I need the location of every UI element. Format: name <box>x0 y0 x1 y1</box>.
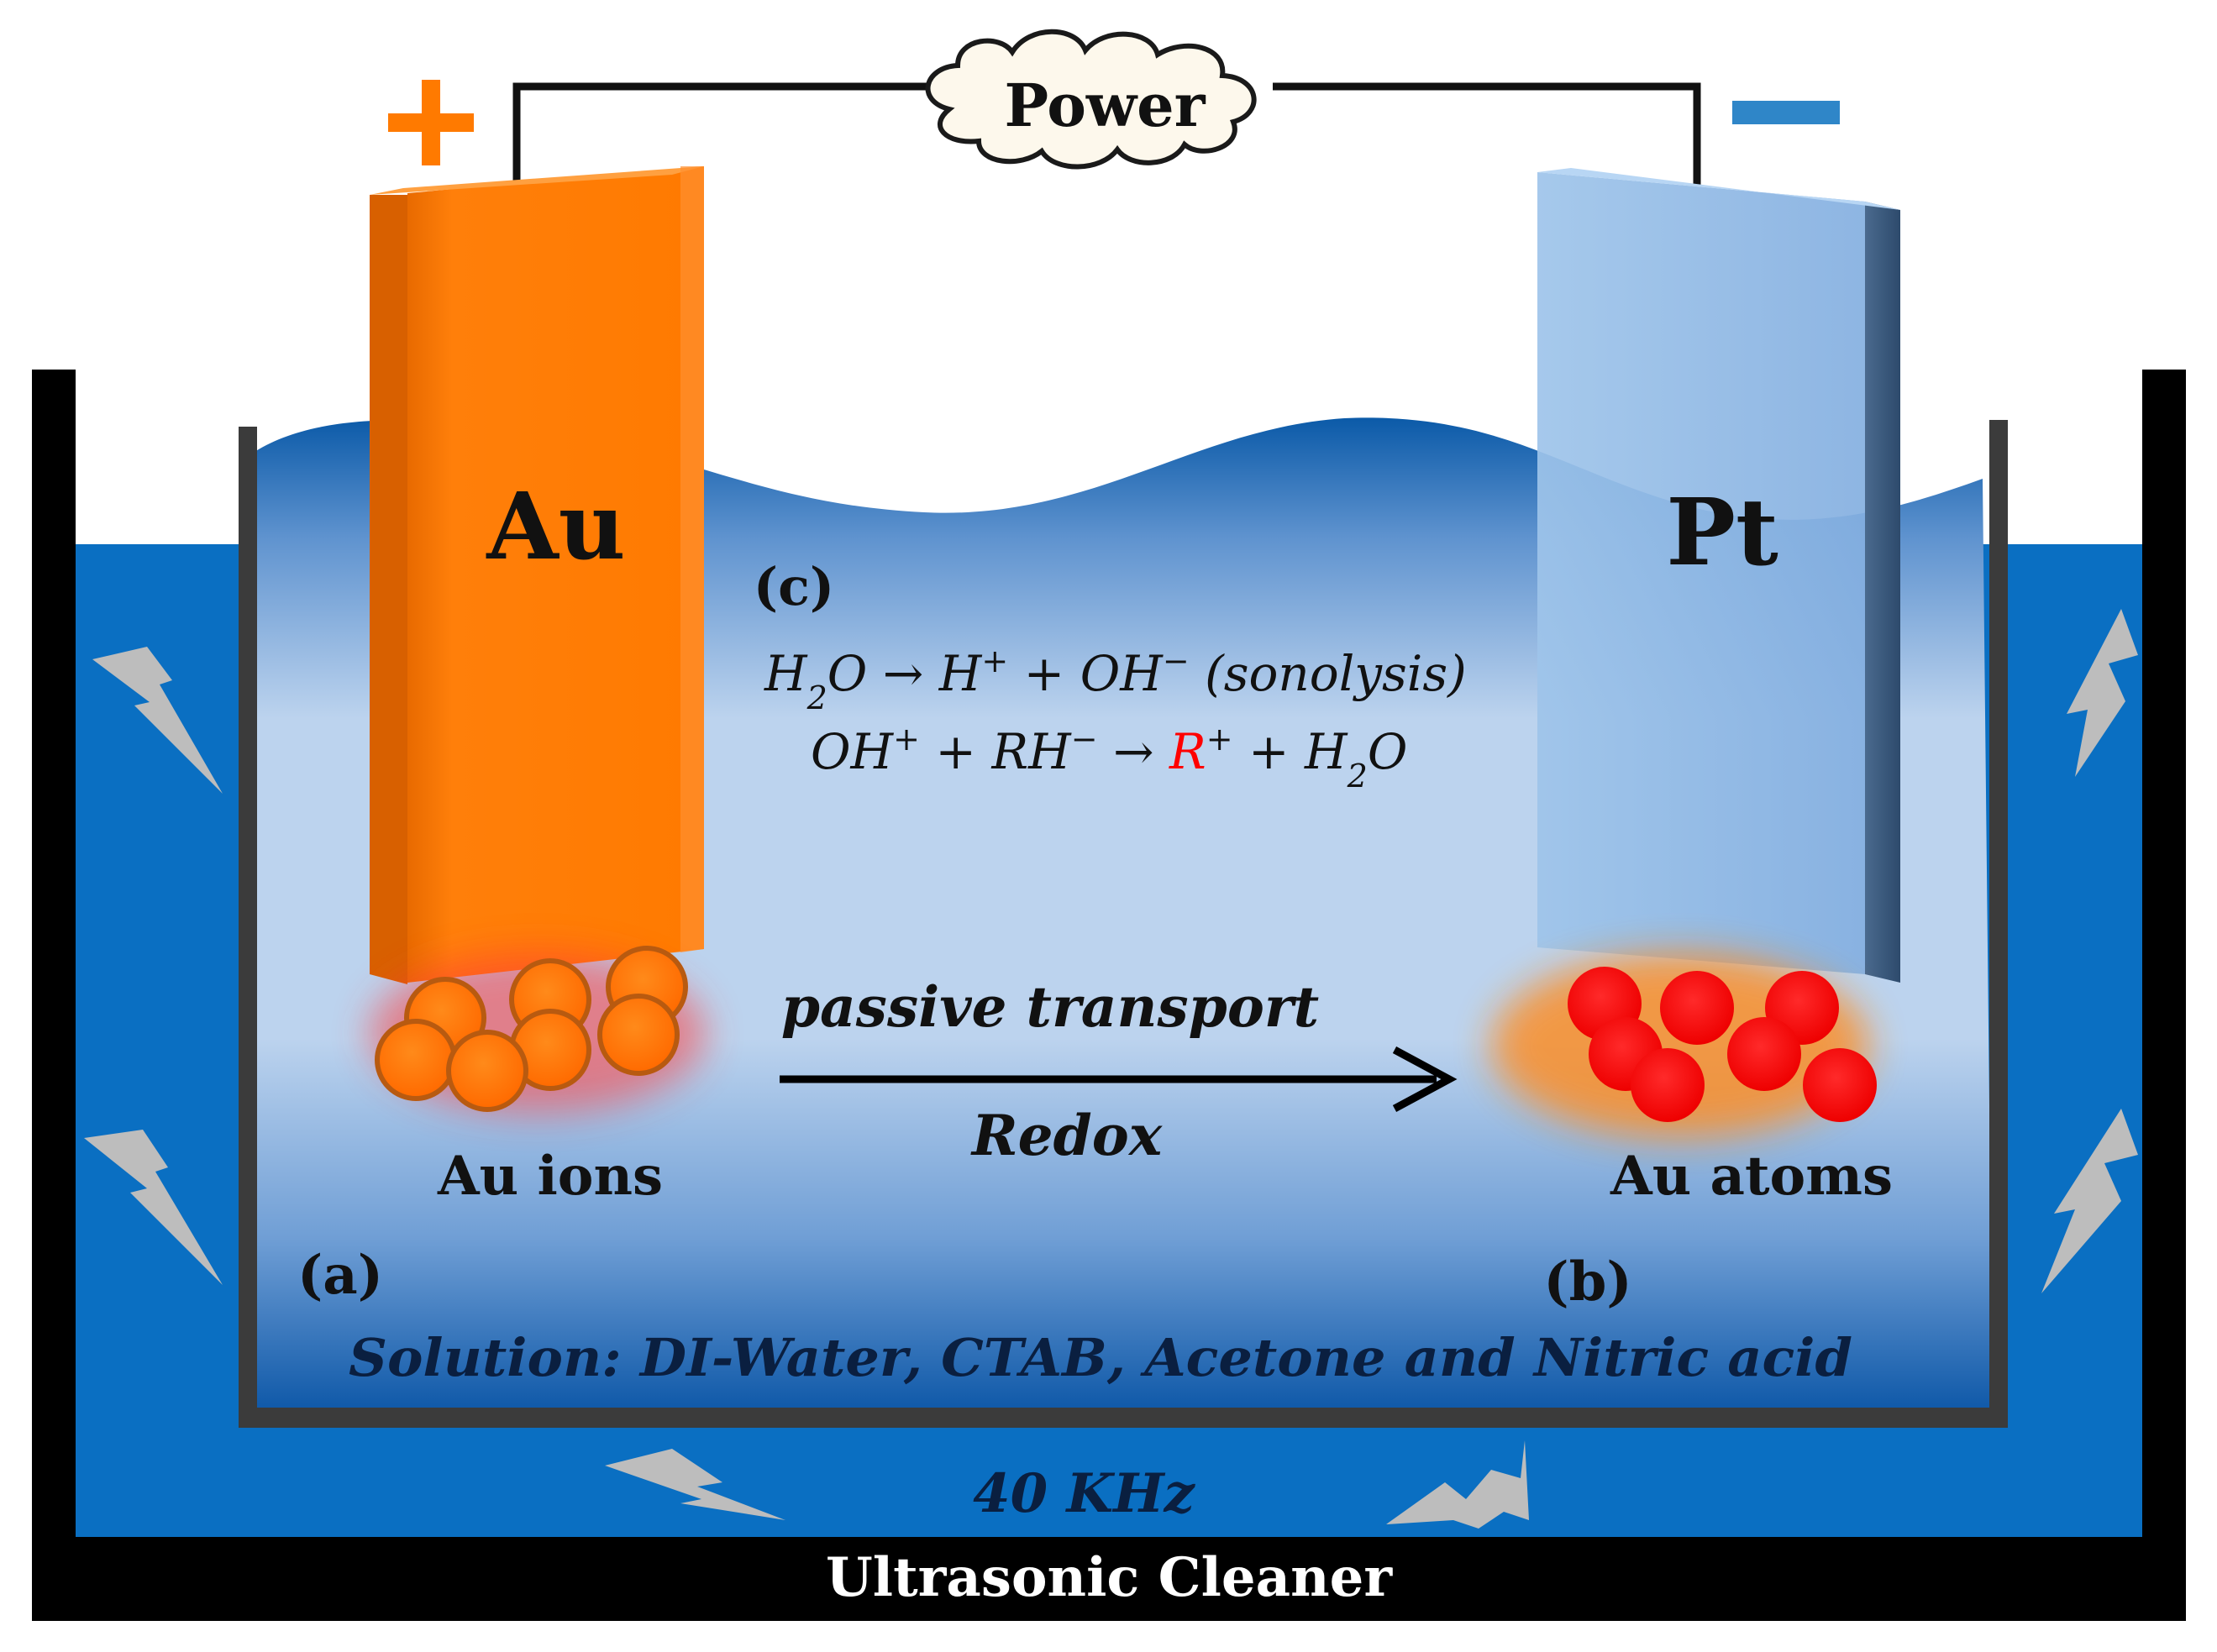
au-ions-cluster <box>370 946 706 1113</box>
label-b: (b) <box>1543 1251 1631 1314</box>
cathode-label: Pt <box>1666 478 1778 586</box>
wire-right <box>1273 82 1701 185</box>
transport-arrow <box>780 1046 1458 1112</box>
beaker-wall-right <box>1989 420 2008 1428</box>
pt-electrode: Pt <box>1537 168 1900 983</box>
solution-label: Solution: DI-Water, CTAB, Acetone and Ni… <box>349 1327 1852 1388</box>
label-c: (c) <box>754 556 834 617</box>
anode-label: Au <box>486 472 625 580</box>
au-electrode: Au <box>370 166 704 984</box>
power-cloud-icon: Power <box>925 29 1257 170</box>
equation-sonolysis: H2O → H+ + OH− (sonolysis) <box>764 642 1467 716</box>
frequency-label: 40 KHz <box>973 1462 1195 1525</box>
bath-wall-right <box>2142 370 2186 1596</box>
beaker-bottom <box>239 1408 2008 1428</box>
au-atoms-cluster <box>1491 953 1877 1138</box>
passive-transport-label: passive transport <box>781 974 1319 1040</box>
au-atoms-label: Au atoms <box>1610 1145 1893 1208</box>
lightning-bolt-icon <box>84 609 2138 1529</box>
au-ions-label: Au ions <box>437 1145 663 1208</box>
wire-left <box>512 82 941 185</box>
bath-base <box>32 1537 2186 1621</box>
device-label: Ultrasonic Cleaner <box>826 1546 1393 1609</box>
equation-redox: OH+ + RH− → R+ + H2O <box>811 721 1407 795</box>
label-a: (a) <box>297 1244 383 1307</box>
plus-sign-icon <box>388 80 474 165</box>
power-label: Power <box>1004 71 1206 140</box>
beaker-wall-left <box>239 427 257 1428</box>
redox-label: Redox <box>970 1103 1163 1168</box>
bath-wall-left <box>32 370 76 1596</box>
minus-sign-icon <box>1732 101 1840 124</box>
